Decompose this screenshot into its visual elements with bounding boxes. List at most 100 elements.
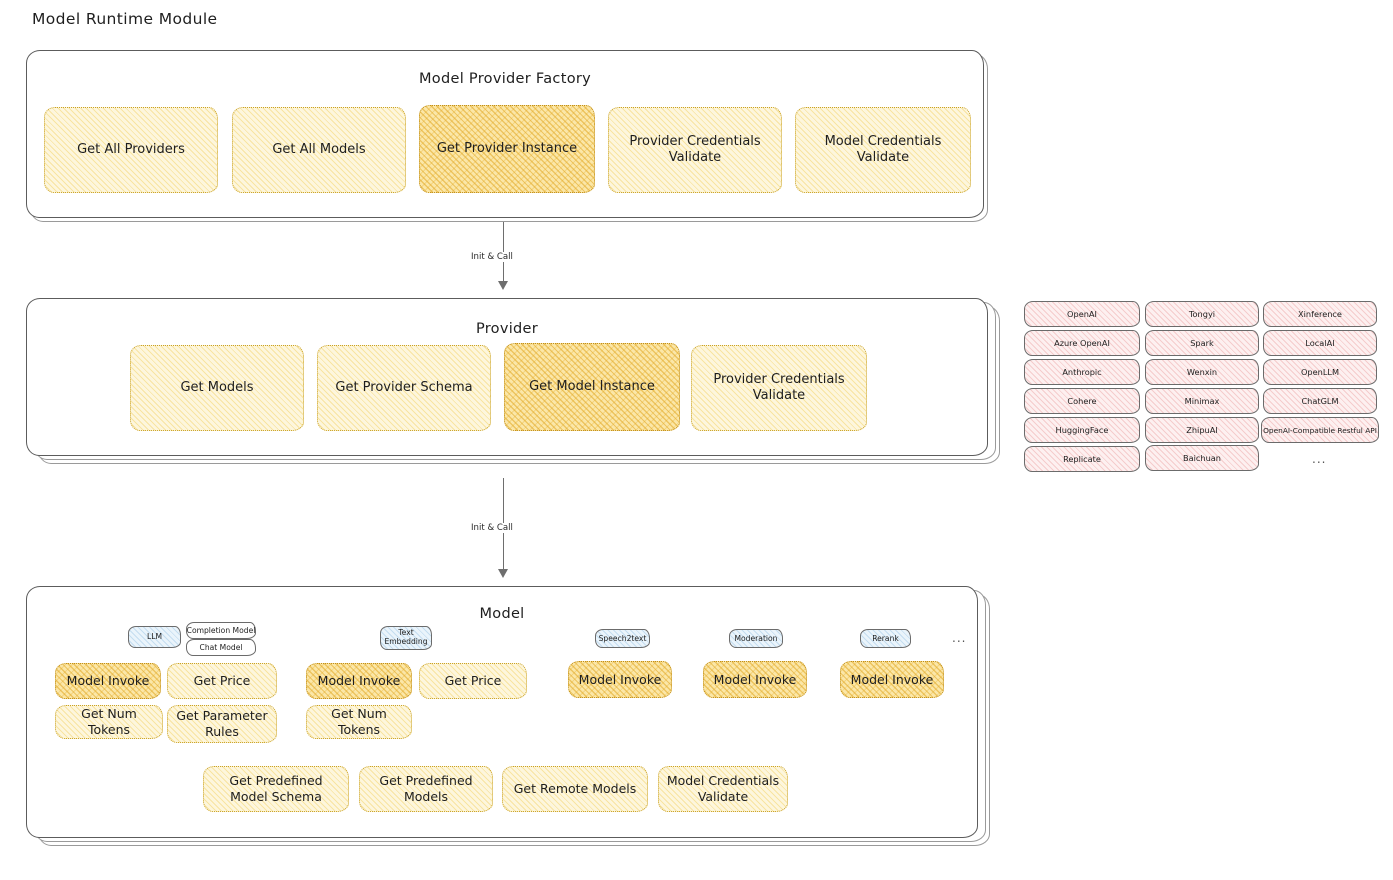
- speech2text-op-model-invoke[interactable]: Model Invoke: [568, 661, 672, 698]
- provider-chip-label: Wenxin: [1186, 367, 1218, 377]
- provider-chip-label: ZhipuAI: [1186, 425, 1218, 435]
- model-type-tag-moderation[interactable]: Moderation: [729, 629, 783, 648]
- model-subtag-label: Completion Model: [186, 626, 256, 635]
- op-label: Get Predefined Model Schema: [229, 773, 323, 804]
- llm-op-get-price[interactable]: Get Price: [167, 663, 277, 699]
- provider-item-provider-credentials-validate[interactable]: Provider Credentials Validate: [691, 345, 867, 431]
- model-type-tag-rerank[interactable]: Rerank: [860, 629, 911, 648]
- page-title: Model Runtime Module: [32, 10, 218, 28]
- provider-chip-anthropic[interactable]: Anthropic: [1024, 359, 1140, 385]
- op-label: Get Num Tokens: [331, 706, 387, 737]
- factory-title: Model Provider Factory: [418, 71, 592, 87]
- factory-item-label: Get All Models: [272, 141, 366, 157]
- moderation-op-model-invoke[interactable]: Model Invoke: [703, 661, 807, 698]
- provider-chip-localai[interactable]: LocalAI: [1263, 330, 1377, 356]
- provider-chip-label: Replicate: [1063, 454, 1101, 464]
- provider-chip-replicate[interactable]: Replicate: [1024, 446, 1140, 472]
- op-label: Get Num Tokens: [81, 706, 137, 737]
- provider-chip-label: Spark: [1190, 338, 1214, 348]
- model-common-op-get-predefined-model-schema[interactable]: Get Predefined Model Schema: [203, 766, 349, 812]
- provider-chip-label: ChatGLM: [1301, 396, 1339, 406]
- model-type-tag-text-embedding[interactable]: Text Embedding: [380, 626, 432, 650]
- llm-op-model-invoke[interactable]: Model Invoke: [55, 663, 161, 699]
- provider-title: Provider: [475, 321, 539, 337]
- provider-chip-openai[interactable]: OpenAI: [1024, 301, 1140, 327]
- provider-list-more: ...: [1312, 452, 1327, 466]
- provider-chip-zhipuai[interactable]: ZhipuAI: [1145, 417, 1259, 443]
- provider-item-get-model-instance[interactable]: Get Model Instance: [504, 343, 680, 431]
- op-label: Get Price: [444, 673, 502, 689]
- provider-chip-huggingface[interactable]: HuggingFace: [1024, 417, 1140, 443]
- text-embedding-op-get-price[interactable]: Get Price: [419, 663, 527, 699]
- provider-chip-label: LocalAI: [1305, 338, 1335, 348]
- model-type-tag-speech2text[interactable]: Speech2text: [595, 629, 650, 648]
- model-type-label: Speech2text: [598, 633, 647, 643]
- provider-chip-cohere[interactable]: Cohere: [1024, 388, 1140, 414]
- provider-chip-chatglm[interactable]: ChatGLM: [1263, 388, 1377, 414]
- text-embedding-op-get-num-tokens[interactable]: Get Num Tokens: [306, 705, 412, 739]
- provider-chip-label: Anthropic: [1062, 367, 1102, 377]
- rerank-op-model-invoke[interactable]: Model Invoke: [840, 661, 944, 698]
- op-label: Get Predefined Models: [379, 773, 473, 804]
- model-type-label: Moderation: [734, 633, 778, 643]
- provider-item-label: Get Provider Schema: [335, 379, 473, 395]
- factory-item-label: Model Credentials Validate: [824, 133, 942, 165]
- provider-chip-spark[interactable]: Spark: [1145, 330, 1259, 356]
- op-label: Model Invoke: [66, 673, 150, 689]
- model-common-op-model-credentials-validate[interactable]: Model Credentials Validate: [658, 766, 788, 812]
- factory-item-get-all-providers[interactable]: Get All Providers: [44, 107, 218, 193]
- factory-item-get-all-models[interactable]: Get All Models: [232, 107, 406, 193]
- op-label: Model Invoke: [578, 671, 662, 687]
- provider-chip-label: Xinference: [1298, 309, 1342, 319]
- factory-item-label: Provider Credentials Validate: [629, 133, 761, 165]
- provider-chip-minimax[interactable]: Minimax: [1145, 388, 1259, 414]
- provider-item-label: Get Model Instance: [529, 378, 655, 394]
- llm-op-get-num-tokens[interactable]: Get Num Tokens: [55, 705, 163, 739]
- factory-item-label: Get All Providers: [77, 141, 185, 157]
- model-title: Model: [479, 606, 525, 622]
- model-type-tag-llm[interactable]: LLM: [128, 626, 181, 648]
- factory-item-label: Get Provider Instance: [436, 140, 578, 156]
- provider-chip-label: HuggingFace: [1055, 425, 1109, 435]
- provider-item-label: Get Models: [180, 379, 254, 395]
- provider-chip-label: OpenLLM: [1300, 367, 1340, 377]
- model-common-op-get-predefined-models[interactable]: Get Predefined Models: [359, 766, 493, 812]
- factory-item-get-provider-instance[interactable]: Get Provider Instance: [419, 105, 595, 193]
- provider-chip-xinference[interactable]: Xinference: [1263, 301, 1377, 327]
- factory-item-provider-credentials-validate[interactable]: Provider Credentials Validate: [608, 107, 782, 193]
- provider-chip-label: Tongyi: [1188, 309, 1216, 319]
- op-label: Get Parameter Rules: [176, 708, 268, 739]
- arrow-provider-to-model-head: [498, 569, 508, 578]
- arrow-provider-to-model-label: Init & Call: [468, 523, 516, 533]
- factory-item-model-credentials-validate[interactable]: Model Credentials Validate: [795, 107, 971, 193]
- model-subtag-completion-model[interactable]: Completion Model: [186, 622, 256, 639]
- arrow-factory-to-provider-label: Init & Call: [468, 252, 516, 262]
- op-label: Model Invoke: [317, 673, 401, 689]
- provider-item-get-provider-schema[interactable]: Get Provider Schema: [317, 345, 491, 431]
- provider-item-get-models[interactable]: Get Models: [130, 345, 304, 431]
- model-type-label: Text Embedding: [384, 628, 428, 646]
- provider-chip-label: Baichuan: [1183, 453, 1221, 463]
- op-label: Get Remote Models: [513, 781, 637, 797]
- model-subtag-chat-model[interactable]: Chat Model: [186, 639, 256, 656]
- provider-chip-tongyi[interactable]: Tongyi: [1145, 301, 1259, 327]
- model-subtag-label: Chat Model: [199, 643, 243, 652]
- provider-chip-openllm[interactable]: OpenLLM: [1263, 359, 1377, 385]
- op-label: Model Invoke: [850, 671, 934, 687]
- op-label: Model Invoke: [713, 671, 797, 687]
- provider-chip-label: Azure OpenAI: [1054, 338, 1110, 348]
- llm-op-get-parameter-rules[interactable]: Get Parameter Rules: [167, 705, 277, 743]
- text-embedding-op-model-invoke[interactable]: Model Invoke: [306, 663, 412, 699]
- provider-chip-openai-compatible-restful-api[interactable]: OpenAI-Compatible Restful API: [1261, 417, 1379, 443]
- op-label: Get Price: [193, 673, 251, 689]
- provider-chip-label: Cohere: [1067, 396, 1097, 406]
- provider-chip-wenxin[interactable]: Wenxin: [1145, 359, 1259, 385]
- provider-chip-label: OpenAI: [1067, 309, 1097, 319]
- provider-item-label: Provider Credentials Validate: [713, 371, 845, 403]
- model-type-label: LLM: [146, 632, 162, 642]
- op-label: Model Credentials Validate: [666, 773, 780, 804]
- provider-chip-baichuan[interactable]: Baichuan: [1145, 445, 1259, 471]
- model-common-op-get-remote-models[interactable]: Get Remote Models: [502, 766, 648, 812]
- model-types-more: ...: [952, 631, 967, 645]
- provider-chip-azure-openai[interactable]: Azure OpenAI: [1024, 330, 1140, 356]
